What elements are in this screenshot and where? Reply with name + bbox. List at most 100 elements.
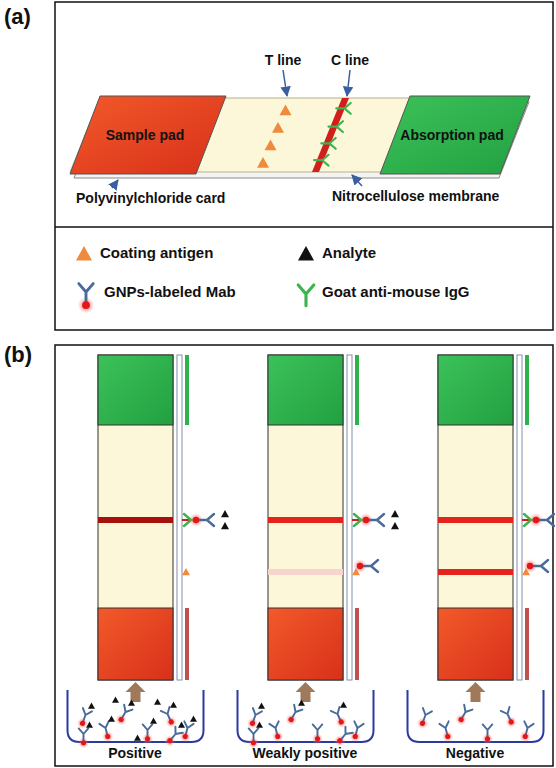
analyte-icon [86, 722, 93, 728]
line-label: C line [331, 52, 369, 68]
analyte-icon [134, 735, 141, 741]
antibody-icon [283, 704, 303, 727]
strip-icons [257, 103, 351, 168]
drawing-part [271, 730, 285, 744]
drawing-part [164, 715, 179, 730]
drawing-part [101, 730, 115, 744]
drawing-part [522, 733, 528, 739]
anti-igg-icon [336, 103, 350, 114]
leader-arrow [347, 70, 350, 96]
panel-letter: (b) [4, 342, 32, 367]
panel-frame [55, 345, 553, 766]
drawing-part [338, 719, 345, 726]
antibody-icon [113, 704, 133, 727]
t-line [438, 569, 513, 575]
drawing-part [81, 740, 86, 745]
pad-outline [380, 96, 530, 174]
absorption-pad [98, 355, 173, 425]
drawing-part [521, 721, 534, 736]
c-line [268, 517, 343, 523]
antibody-icon [500, 707, 519, 730]
anti-igg-icon [298, 285, 314, 306]
drawing-part [288, 716, 295, 723]
side-pad [525, 355, 529, 425]
part-label: Polyvinylchloride card [76, 190, 225, 206]
anti-igg-icon [314, 155, 328, 166]
sample-pad [268, 608, 343, 680]
antibody-icon [482, 724, 493, 744]
antigen-icon [76, 246, 92, 260]
drawing-part [113, 712, 128, 727]
analyte-icon [128, 700, 135, 706]
antibody-icon [453, 704, 473, 727]
antibody-icon [359, 513, 384, 527]
antigen-icon [272, 122, 284, 133]
drawing-part [168, 719, 175, 726]
drawing-part [143, 724, 153, 737]
sample-pad [98, 608, 173, 680]
antigen-icon [280, 105, 292, 116]
analyte-icon [298, 246, 314, 260]
drawing-part [419, 720, 426, 727]
test-strip [98, 355, 173, 680]
side-view [347, 355, 352, 680]
drawing-part [357, 563, 363, 569]
drawing-part [79, 284, 93, 303]
drawing-part [249, 708, 262, 723]
panel-letter: (a) [4, 4, 31, 29]
antibody-icon [518, 721, 534, 743]
drawing-part [439, 721, 452, 736]
drawing-part [485, 736, 490, 741]
panel-b-art [68, 355, 555, 749]
analyte-icon [258, 703, 265, 709]
test-strip [438, 355, 513, 680]
antigen-icon [182, 568, 190, 575]
drawing-part [538, 514, 554, 526]
absorption-pad: Absorption pad [378, 94, 532, 176]
anti-igg-icon [329, 121, 343, 132]
drawing-part [334, 715, 349, 730]
sample-pad [438, 608, 513, 680]
drawing-part [275, 733, 281, 739]
legend-text: Coating antigen [100, 244, 213, 261]
drawing-part [249, 728, 259, 741]
drawing-part [145, 736, 150, 741]
drawing-part [79, 708, 92, 723]
drawing-part [348, 730, 362, 744]
leader-arrow [112, 180, 118, 188]
side-view [177, 355, 182, 680]
drawing-part [458, 716, 465, 723]
flow-arrow [296, 682, 316, 702]
antibody-icon [75, 708, 92, 731]
test-strip [268, 355, 343, 680]
analyte-icon [190, 716, 197, 722]
c-line [438, 517, 513, 523]
analyte-icon [391, 522, 399, 529]
drawing-part [441, 730, 455, 744]
drawing-part [193, 517, 199, 523]
panel-frame [55, 2, 553, 330]
drawing-part [105, 733, 111, 739]
drawing-part [363, 517, 369, 523]
antibody-icon [439, 721, 455, 743]
drawing-part [351, 721, 364, 736]
anti-igg-icon [321, 138, 335, 149]
analyte-icon [88, 703, 95, 709]
analyte-icon [112, 697, 119, 703]
antibody-icon [245, 708, 262, 731]
drawing-part [181, 721, 194, 736]
sample-pad: Sample pad [68, 94, 228, 176]
antibody-icon [269, 721, 285, 743]
drawing-part [419, 708, 432, 723]
drawing-part [483, 724, 493, 737]
antibody-icon [78, 284, 95, 314]
result-label: Negative [446, 745, 504, 761]
part-label: Nitrocellulose membrane [332, 188, 499, 204]
drawing-part [99, 721, 112, 736]
legend-text: GNPs-labeled Mab [104, 283, 236, 300]
drawing-part [533, 517, 539, 523]
absorption-pad [438, 355, 513, 425]
analyte-icon [150, 718, 157, 724]
leader-arrow [283, 70, 287, 96]
t-line [268, 569, 343, 575]
